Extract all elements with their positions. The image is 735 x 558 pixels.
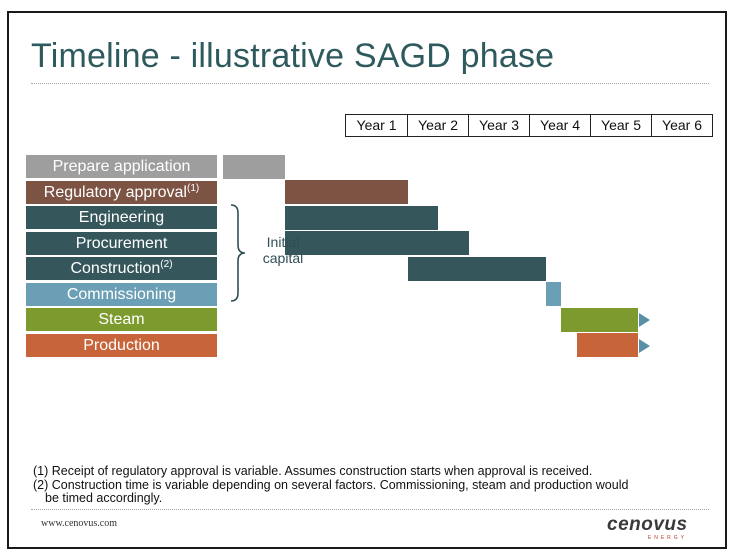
website-link[interactable]: www.cenovus.com — [41, 518, 118, 529]
footnote-1: (1) Receipt of regulatory approval is va… — [33, 464, 593, 478]
year-cell: Year 5 — [590, 115, 651, 136]
year-cell: Year 1 — [356, 117, 397, 133]
footnote-marker: (2) — [160, 259, 173, 270]
footer-divider — [31, 509, 709, 510]
gantt-bar-commissioning — [545, 282, 562, 306]
gantt-bar-regulatory-approval — [284, 180, 408, 204]
row-label-construction: Construction(2) — [26, 257, 217, 280]
title-divider — [31, 83, 709, 84]
logo-subtitle: ENERGY — [647, 535, 687, 541]
gantt-bar-prepare-application — [223, 154, 285, 179]
year-header: Year 1 Year 2 Year 3 Year 4 Year 5 Year … — [345, 114, 713, 137]
footnote-2-continued: be timed accordingly. — [45, 491, 163, 505]
row-label-commissioning: Commissioning — [26, 282, 217, 306]
row-label-engineering: Engineering — [26, 206, 217, 229]
row-label-text: Commissioning — [66, 285, 177, 303]
row-label-text: Steam — [98, 311, 145, 328]
row-label-steam: Steam — [26, 308, 217, 331]
year-cell: Year 6 — [651, 115, 712, 136]
row-label-text: Prepare application — [52, 158, 191, 175]
year-cell: Year 3 — [468, 115, 529, 136]
gantt-bar-engineering — [284, 205, 439, 230]
gantt-bar-procurement — [284, 231, 469, 255]
initial-capital-label: Initial capital — [262, 234, 304, 266]
gantt-bar-construction — [407, 256, 546, 281]
row-label-text: Production — [83, 336, 160, 354]
row-label-text: Construction — [70, 260, 161, 277]
row-label-procurement: Procurement — [26, 231, 217, 255]
footnotes: (1) Receipt of regulatory approval is va… — [33, 464, 713, 506]
cenovus-logo: cenovus ENERGY — [607, 515, 691, 545]
gantt-bar-steam — [561, 307, 639, 332]
continues-arrow-icon — [638, 338, 650, 353]
row-label-prepare-application: Prepare application — [26, 155, 217, 178]
slide-title: Timeline - illustrative SAGD phase — [31, 37, 555, 75]
row-label-text: Procurement — [75, 234, 168, 252]
year-cell: Year 2 — [407, 115, 468, 136]
footnote-marker: (1) — [186, 182, 200, 194]
curly-brace-icon — [230, 204, 246, 302]
logo-wordmark: cenovus — [607, 514, 688, 535]
year-cell: Year 4 — [529, 115, 590, 136]
continues-arrow-icon — [638, 313, 650, 327]
footnote-2: (2) Construction time is variable depend… — [33, 477, 629, 492]
row-label-text: Engineering — [78, 209, 165, 226]
gantt-bar-production — [576, 333, 639, 357]
row-label-regulatory-approval: Regulatory approval(1) — [26, 180, 217, 204]
row-label-text: Regulatory approval — [43, 183, 187, 201]
slide: Timeline - illustrative SAGD phase Year … — [7, 11, 727, 549]
row-label-production: Production — [26, 333, 217, 357]
